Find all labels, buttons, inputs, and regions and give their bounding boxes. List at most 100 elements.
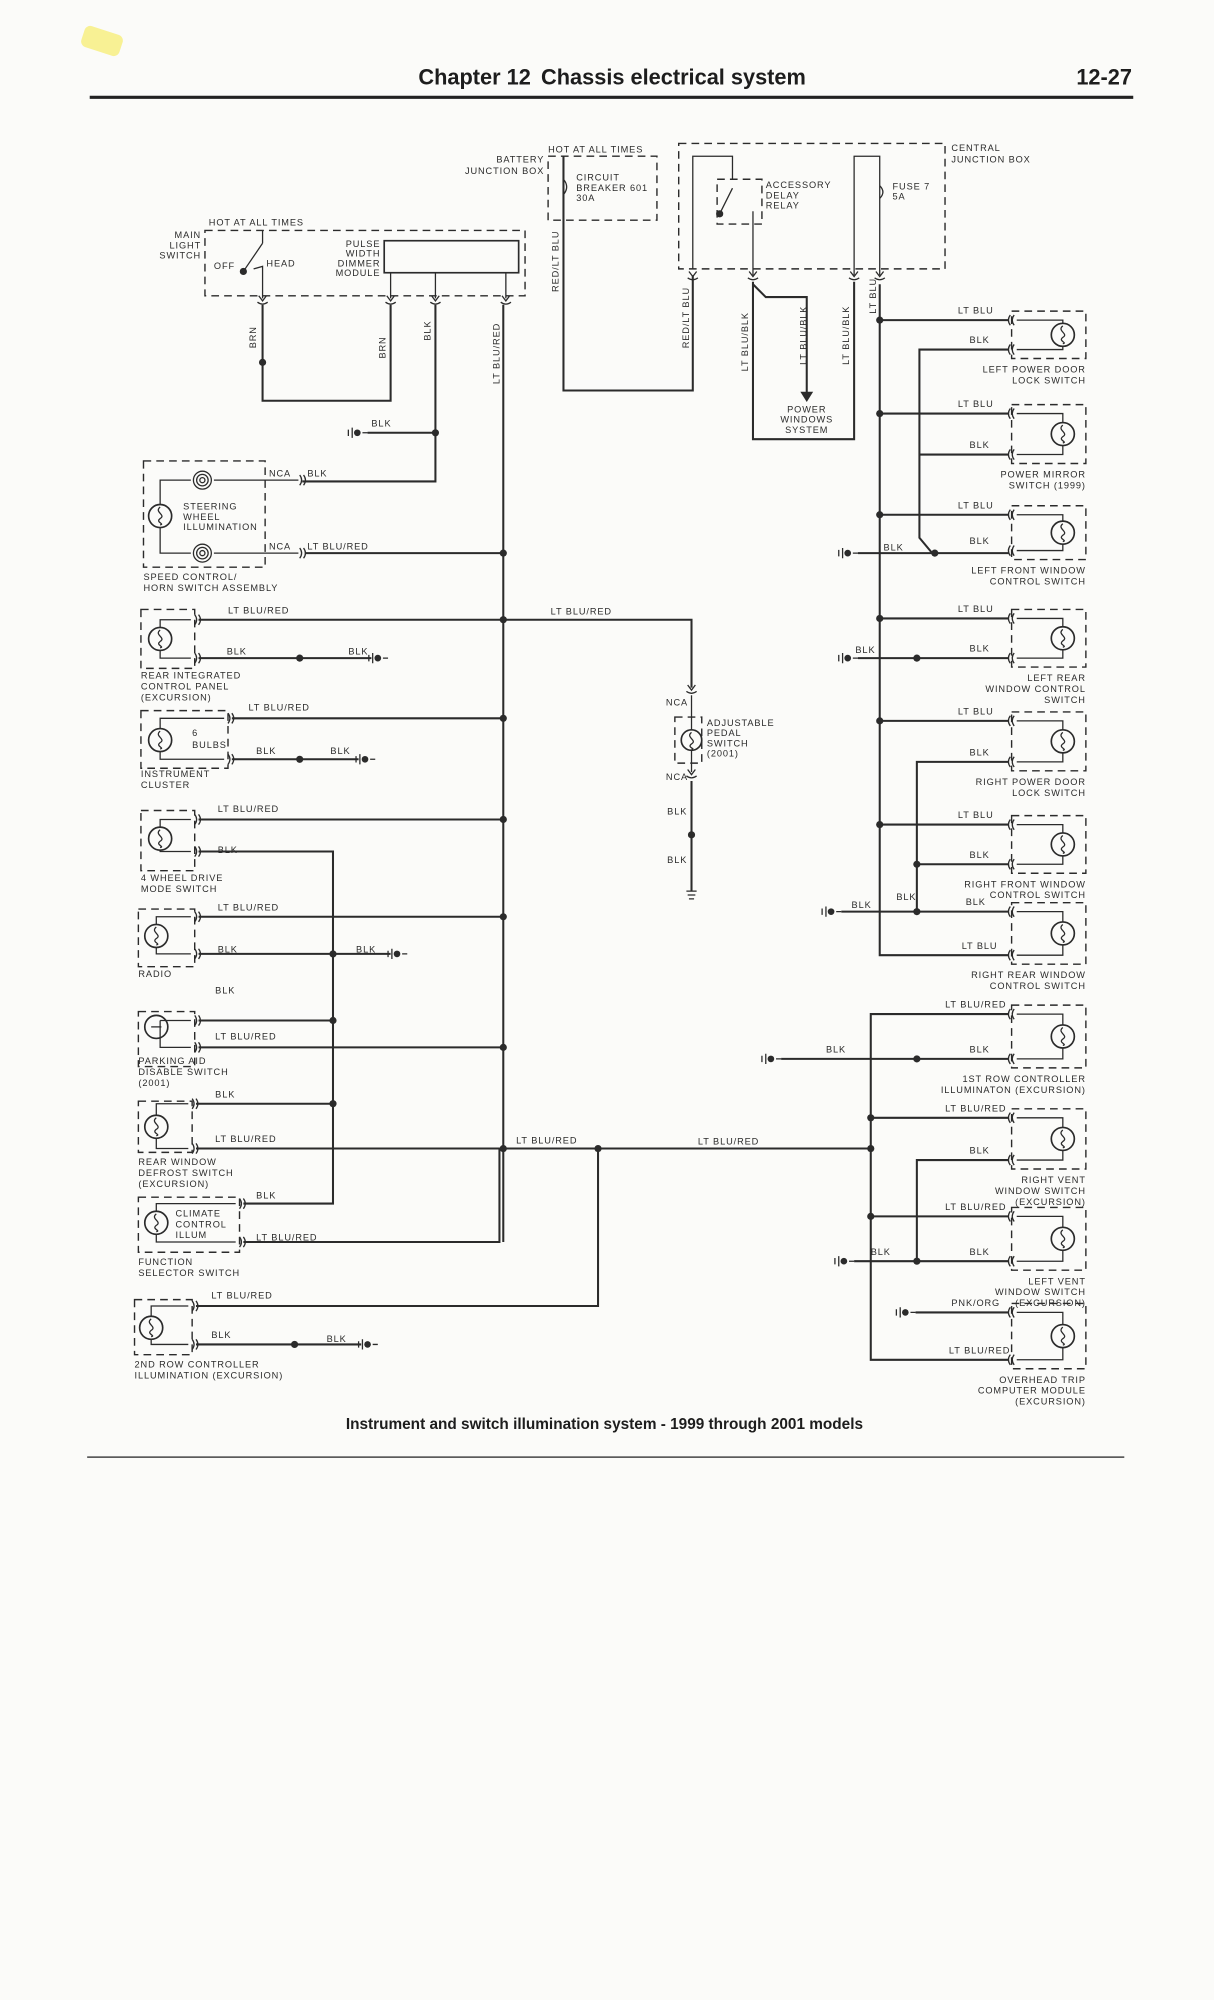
wire-label-lt-blu-blk: LT BLU/BLK — [740, 312, 750, 371]
wire-label: BLK — [970, 644, 990, 654]
component-label: HORN SWITCH ASSEMBLY — [143, 583, 278, 593]
switch-housing — [1010, 901, 1087, 965]
bulb-icon — [1050, 1323, 1076, 1349]
fuse-label: 5A — [893, 192, 906, 202]
connector-icon — [501, 295, 511, 302]
wire-label: LT BLU/RED — [945, 1000, 1006, 1010]
bulb-lead — [1016, 1311, 1064, 1325]
bulb-icon — [1050, 832, 1076, 857]
switch-housing — [1010, 1108, 1087, 1170]
wire-label: BLK — [966, 897, 986, 907]
ground-icon — [895, 1307, 916, 1318]
switch-housing — [137, 1196, 241, 1253]
component-label: 1ST ROW CONTROLLER — [963, 1074, 1086, 1084]
main-light-switch-label: LIGHT — [170, 240, 202, 250]
component-label: PARKING AID — [138, 1056, 206, 1066]
switch-housing — [140, 709, 229, 769]
wire-label-nca: NCA — [269, 541, 291, 551]
ground-icon — [355, 754, 376, 765]
arrow-icon — [800, 391, 814, 403]
head-position-label: HEAD — [266, 258, 295, 268]
switch-housing — [1010, 403, 1087, 465]
bulb-lead — [1016, 720, 1064, 730]
wire-label-lt-blu-red: LT BLU/RED — [248, 703, 309, 713]
ground-icon — [368, 653, 389, 664]
bulb-icon — [1050, 729, 1076, 754]
figure-caption: Instrument and switch illumination syste… — [346, 1416, 863, 1433]
splice-dot — [876, 409, 884, 418]
wire-label: BLK — [970, 536, 990, 546]
wire-label-blk: BLK — [855, 645, 875, 655]
connector-icon — [874, 277, 886, 281]
wire-label: LT BLU — [958, 810, 994, 820]
bulb-lead — [159, 751, 225, 760]
wire-label: BLK — [970, 1044, 990, 1054]
splice-dot — [329, 950, 337, 958]
splice-dot — [876, 316, 884, 324]
component-label: ILLUMINATON (EXCURSION) — [941, 1085, 1086, 1095]
bulb-lead — [1016, 1347, 1064, 1361]
component-label: REAR INTEGRATED — [141, 671, 241, 681]
bulb-lead — [1016, 617, 1064, 627]
dimmer-module-label: DIMMER — [338, 258, 381, 268]
bulb-lead — [1016, 445, 1064, 456]
component-label: DISABLE SWITCH — [138, 1067, 228, 1077]
bulb-lead — [1016, 1150, 1064, 1161]
component-label: CONTROL SWITCH — [990, 981, 1086, 991]
relay-label: ACCESSORY — [766, 180, 832, 190]
adjustable-pedal-switch-label: PEDAL — [707, 728, 742, 738]
adjustable-pedal-switch-label: SWITCH — [707, 738, 749, 748]
ground-icon — [374, 654, 382, 662]
wire-label-lt-blu-red: LT BLU/RED — [218, 902, 279, 912]
wire-label-blk: BLK — [330, 746, 350, 756]
switch-housing — [1010, 1302, 1087, 1370]
wire-label-blk: BLK — [422, 320, 432, 340]
wire-label-blk: BLK — [348, 646, 368, 656]
steering-wheel-illumination-label: WHEEL — [183, 512, 220, 522]
lt-blu-red-wire — [195, 1148, 600, 1308]
splice-dot — [329, 1100, 337, 1108]
bulb-icon — [1050, 921, 1076, 946]
bulb-filament-icon — [1060, 523, 1066, 543]
power-windows-system-label: SYSTEM — [785, 425, 828, 435]
bulb-lead — [1016, 944, 1064, 956]
bulb-filament-icon — [1060, 424, 1066, 444]
wire-label-brn: BRN — [248, 326, 258, 348]
splice-dot — [296, 654, 304, 662]
ground-icon — [838, 653, 858, 664]
splice-dot — [913, 908, 921, 916]
bulb-filament-icon — [153, 926, 159, 946]
climate-control-illum-label: CONTROL — [176, 1219, 227, 1229]
bulb-lead — [150, 1305, 189, 1317]
splice-dot — [290, 1340, 299, 1349]
bulb-filament-icon — [1060, 628, 1066, 648]
component-label: SELECTOR SWITCH — [138, 1268, 240, 1278]
bulb-icon — [1050, 421, 1076, 447]
wire-label-blk: BLK — [371, 418, 391, 428]
lt-blu-trunk — [878, 284, 1010, 957]
splice-dot — [499, 714, 507, 722]
connector-icon — [748, 271, 758, 278]
wire-label-blk: BLK — [826, 1044, 846, 1054]
lt-blu-blk-wire — [751, 281, 856, 441]
wire-label: PNK/ORG — [951, 1298, 1000, 1308]
chapter-number: Chapter 12 — [418, 65, 530, 90]
clockspring-icon — [199, 476, 206, 484]
splice-dot — [687, 831, 696, 839]
circuit-breaker-label: BREAKER 601 — [576, 183, 648, 193]
switch-housing — [1010, 310, 1087, 360]
splice-dot — [329, 1016, 337, 1025]
wire-label-lt-blu-red: LT BLU/RED — [211, 1290, 272, 1300]
splice-dot — [913, 654, 921, 662]
bulb-lead — [159, 850, 191, 853]
splice-dot — [913, 860, 921, 868]
bulb-icon — [1050, 1126, 1076, 1152]
ground-icon — [364, 1341, 371, 1348]
speed-control-horn-switch-housing — [142, 460, 266, 568]
wire-label: LT BLU — [958, 306, 994, 316]
component-label: LEFT REAR — [1027, 673, 1086, 683]
ground-icon — [361, 755, 369, 763]
component-label: FUNCTION — [138, 1257, 193, 1267]
